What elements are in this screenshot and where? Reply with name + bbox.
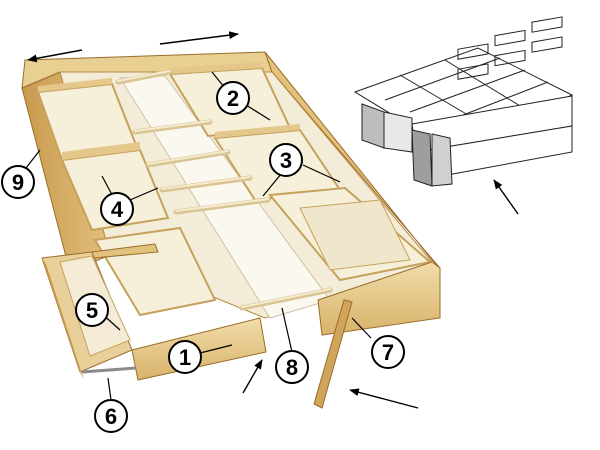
- callout-label: 6: [105, 404, 117, 429]
- arrow-icon: [27, 49, 83, 63]
- callout-label: 2: [227, 86, 239, 111]
- numbered-circle-icon: [94, 399, 128, 433]
- callout-8: 8: [275, 350, 309, 384]
- inset-sketch: [353, 16, 574, 187]
- callout-label: 7: [382, 340, 394, 365]
- numbered-circle-icon: [1, 165, 35, 199]
- support-board: [313, 299, 353, 409]
- callout-label: 3: [280, 148, 292, 173]
- callout-1: 1: [168, 340, 202, 374]
- callout-label: 1: [179, 345, 191, 370]
- numbered-circle-icon: [371, 335, 405, 369]
- callout-6: 6: [94, 399, 128, 433]
- callout-label: 4: [111, 197, 124, 222]
- mid-left-compartment: [60, 142, 170, 232]
- callout-9: 9: [1, 165, 35, 199]
- callout-2: 2: [216, 81, 250, 115]
- callout-3: 3: [269, 143, 303, 177]
- back-left-compartment: [36, 78, 140, 162]
- callouts: 2 3 4 9 5 1 8 7: [1, 81, 405, 433]
- callout-label: 8: [286, 355, 298, 380]
- numbered-circle-icon: [275, 350, 309, 384]
- numbered-circle-icon: [269, 143, 303, 177]
- bed-frame: [21, 51, 441, 409]
- front-right-compartment: [268, 186, 433, 282]
- cross-slats-highlight: [117, 70, 331, 308]
- arrow-icon: [242, 359, 263, 394]
- numbered-circle-icon: [100, 192, 134, 226]
- callout-7: 7: [371, 335, 405, 369]
- numbered-circle-icon: [75, 293, 109, 327]
- callout-4: 4: [100, 192, 134, 226]
- direction-arrows: [27, 31, 519, 409]
- front-right-end-panel: [317, 261, 441, 336]
- arrow-icon: [349, 388, 419, 409]
- numbered-circle-icon: [168, 340, 202, 374]
- callout-label: 5: [86, 298, 98, 323]
- callout-label: 9: [12, 170, 24, 195]
- arrow-icon: [159, 31, 239, 45]
- callout-5: 5: [75, 293, 109, 327]
- numbered-circle-icon: [216, 81, 250, 115]
- arrow-icon: [493, 179, 519, 215]
